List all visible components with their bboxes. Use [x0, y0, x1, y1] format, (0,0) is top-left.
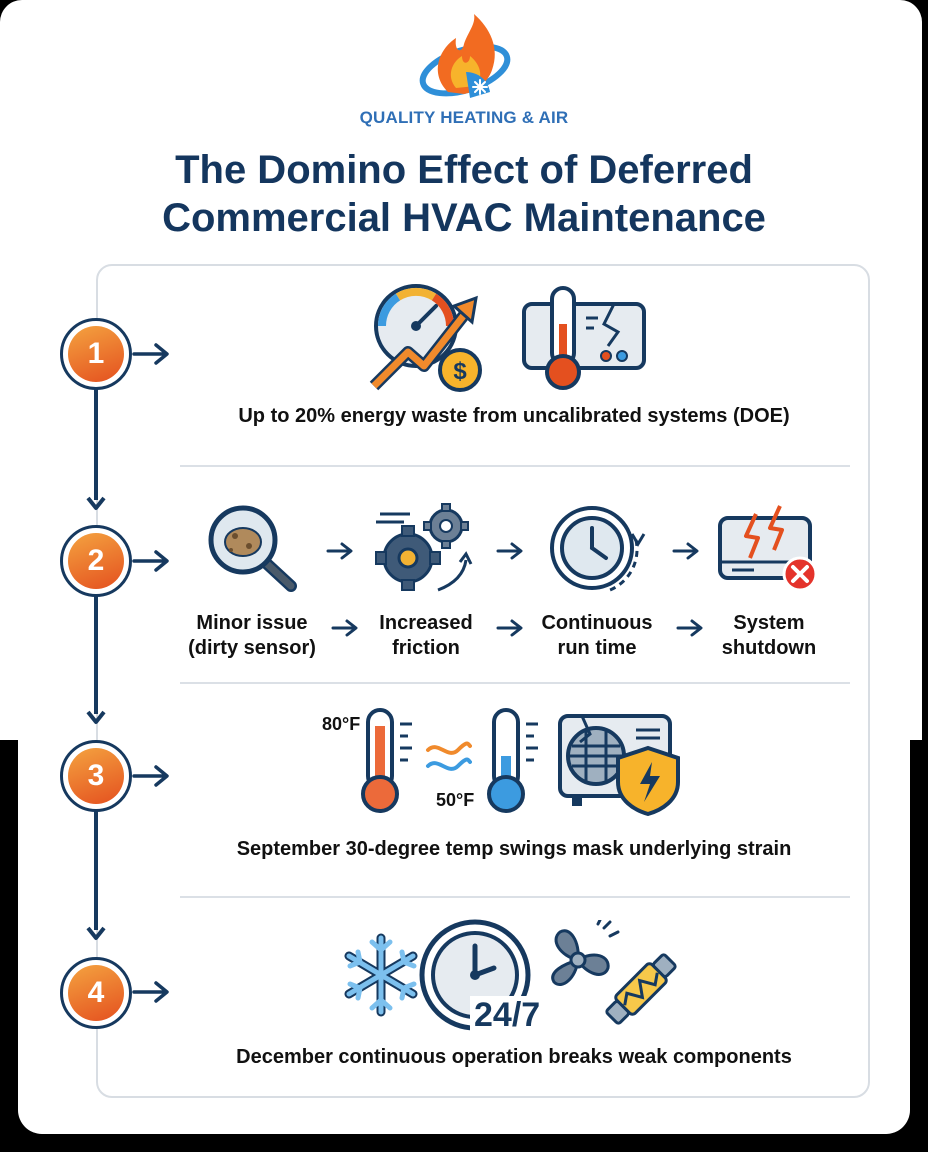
step-number: 4 [68, 965, 124, 1021]
broken-fuse-icon [605, 953, 677, 1025]
flow-label-line: run time [557, 637, 637, 659]
step-number: 3 [68, 748, 124, 804]
title-line-2: Commercial HVAC Maintenance [162, 196, 766, 240]
right-arrow-icon [672, 542, 699, 560]
title-line-1: The Domino Effect of Deferred [175, 148, 753, 192]
connector-line [94, 388, 98, 500]
right-arrow-icon [331, 619, 358, 637]
snowflake-icon [344, 933, 418, 1017]
svg-text:$: $ [453, 358, 467, 385]
flow-label-line: friction [392, 637, 460, 659]
step-2-badge: 2 [60, 525, 132, 597]
wave-icon [426, 741, 472, 771]
divider [180, 465, 850, 467]
badge-247: 24/7 [470, 996, 545, 1035]
step-3-caption: September 30-degree temp swings mask und… [236, 838, 792, 860]
cold-thermometer-icon [487, 708, 538, 813]
flow-label-line: (dirty sensor) [188, 637, 316, 659]
flow-label-minor-issue: Minor issue (dirty sensor) [177, 611, 327, 661]
step-4-badge: 4 [60, 957, 132, 1029]
clock-icon [550, 506, 646, 592]
broken-unit-icon [718, 505, 818, 592]
right-arrow-icon [326, 542, 353, 560]
flow-label-continuous-run-time: Continuous run time [522, 611, 672, 661]
thermometer-broken-panel-icon [522, 286, 646, 390]
ac-unit-shield-icon [558, 714, 680, 816]
right-arrow-icon [132, 550, 169, 572]
hot-thermometer-icon [361, 708, 412, 813]
down-arrow-icon [86, 496, 106, 510]
right-arrow-icon [676, 619, 703, 637]
flow-label-line: System [733, 612, 805, 634]
flow-label-system-shutdown: System shutdown [694, 611, 844, 661]
flow-label-line: Continuous [541, 612, 653, 634]
connector-line [94, 596, 98, 714]
flow-label-line: shutdown [721, 637, 817, 659]
brand-name: QUALITY HEATING & AIR [359, 108, 569, 127]
right-arrow-icon [496, 542, 523, 560]
divider [180, 682, 850, 684]
gears-icon [375, 503, 473, 592]
right-arrow-icon [132, 765, 169, 787]
right-arrow-icon [496, 619, 523, 637]
step-3-badge: 3 [60, 740, 132, 812]
magnifier-dirty-sensor-icon [208, 505, 297, 592]
flow-label-line: Increased [379, 612, 473, 634]
temp-low-label: 50°F [436, 790, 475, 810]
right-arrow-icon [132, 981, 169, 1003]
flow-label-line: Minor issue [196, 612, 308, 634]
flow-label-increased-friction: Increased friction [351, 611, 501, 661]
right-arrow-icon [132, 343, 169, 365]
fan-icon [551, 920, 620, 986]
down-arrow-icon [86, 710, 106, 724]
page-title: The Domino Effect of Deferred Commercial… [0, 146, 928, 242]
logo-flame-snowflake-icon [419, 14, 511, 98]
step-number: 2 [68, 533, 124, 589]
down-arrow-icon [86, 926, 106, 940]
step-4-caption: December continuous operation breaks wea… [236, 1046, 792, 1068]
step-number: 1 [68, 326, 124, 382]
connector-line [94, 810, 98, 930]
step-1-badge: 1 [60, 318, 132, 390]
divider [180, 896, 850, 898]
step-1-caption: Up to 20% energy waste from uncalibrated… [238, 405, 790, 427]
gauge-arrow-dollar-icon: $ [369, 284, 482, 392]
temp-high-label: 80°F [322, 714, 361, 734]
